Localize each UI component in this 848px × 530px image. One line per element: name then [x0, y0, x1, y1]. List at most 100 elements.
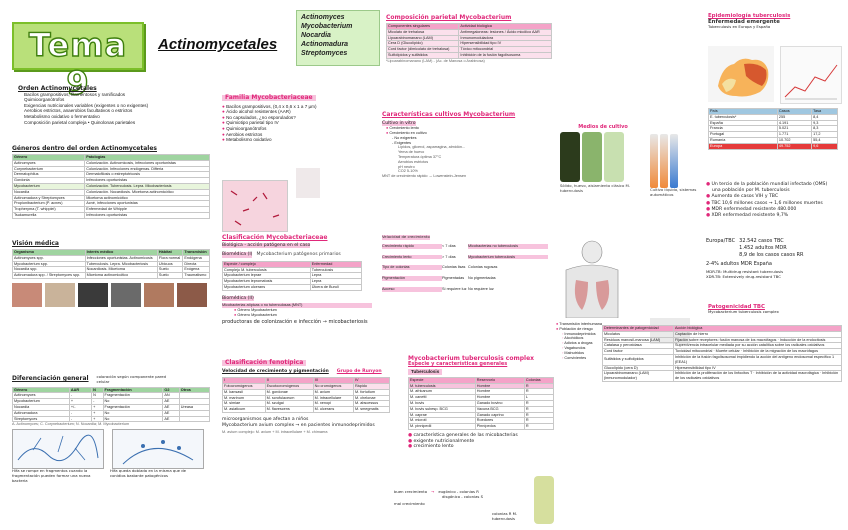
text-item: Ácido alcohol resistentes (AAR) — [226, 109, 291, 115]
table-row: Cera D (Glucolípido)Hipersensibilidad ti… — [385, 40, 552, 48]
familia-header: Familia Mycobacteriaceae — [222, 95, 316, 101]
text-item: Exigentes — [394, 140, 412, 145]
fenotipica-section: Clasificación fenotípica Velocidad de cr… — [222, 360, 392, 435]
clinical-photo — [45, 282, 75, 307]
familia-item: ● No capsulados, ¿no esporulados? — [222, 114, 296, 120]
table-cell: Hábitat — [156, 249, 184, 256]
table-cell: Lipoarabinomanano (LAM) — [385, 34, 460, 42]
complejo-header: Mycobacterium tuberculosis complex — [408, 355, 535, 362]
text-item: característica generales de las micobact… — [413, 432, 518, 438]
lungs-diagram — [556, 240, 628, 319]
table-cell: Micetoma actinomicótico — [84, 272, 158, 279]
text-item: Acceso — [382, 286, 442, 292]
table-cell: Acné, infecciones oportunistas — [84, 200, 210, 208]
text-item: Pigmentadas — [442, 276, 465, 281]
table-cell: Gordonia — [11, 177, 86, 184]
table-cell — [178, 415, 211, 423]
diferenciacion-note: coloración según componente pared celula… — [96, 374, 167, 384]
img2-caption: Hifa queda doblada en la misma que de co… — [110, 468, 186, 478]
text-item: No capsulados, ¿no esporulados? — [226, 114, 296, 120]
table-cell: Inhibición de la fusión fagolisosoma — [458, 52, 552, 59]
text-item: Micobacterias no tuberculosis — [468, 243, 548, 249]
table-cell: Cord factor (dimicolato de trehalosa) — [385, 46, 460, 53]
table-row: Lipoarabinomanano (LAM) (inmunomodulador… — [602, 370, 843, 382]
main-title: Actinomycetales — [158, 36, 278, 53]
vial-icon — [650, 134, 658, 188]
table-cell: Infecciones oportunistas — [84, 177, 210, 184]
table-cell: Inmunomoduladora — [458, 34, 552, 42]
table-cell: Hipersensibilidad tipo IV — [672, 364, 843, 372]
fenotipica-note2: Mycobacterium avium complex → en pacient… — [222, 422, 375, 428]
patogenicidad-block: Patogenicidad TBC Mycobacterium tubercul… — [708, 304, 844, 315]
genero-b: Género Mycobacterium — [237, 312, 277, 317]
text-item: exigente nutricionalmente — [413, 438, 475, 444]
table-cell: Fijación sobre receptores: fusión manosa… — [672, 336, 843, 344]
generos-section: Géneros dentro del orden Actinomycetales… — [11, 145, 212, 219]
table-cell: Flora normal — [156, 254, 184, 262]
lungs-icon — [565, 240, 619, 319]
text-item: Metabolismo oxidativo — [226, 137, 272, 143]
table-cell: Tóxico mitocondrial — [458, 46, 552, 53]
genera-box: Actinomyces Mycobacterium Nocardia Actin… — [296, 10, 380, 66]
text-item: 8,9 de los casos casos RR — [739, 252, 804, 258]
generos-header: Géneros dentro del orden Actinomycetales — [12, 145, 157, 152]
composicion-header: Composición parietal Mycobacterium — [386, 14, 512, 21]
text-item: XDR enfermedad resistente 9,7% — [711, 213, 789, 219]
fenotipica-note1: microorganismos que afectan a niños — [222, 416, 309, 422]
text-item: < 7 días — [442, 243, 456, 248]
clinical-images — [12, 282, 212, 307]
table-row: Glucolípido (cera D)Hipersensibilidad ti… — [602, 364, 843, 372]
table-cell: Úlcera de Buruli — [309, 283, 363, 291]
tema-title: Tema 9 — [28, 25, 128, 102]
table-row: Cord factor (dimicolato de trehalosa)Tóx… — [385, 46, 552, 53]
text-item: crecimiento lento — [413, 444, 454, 450]
text-item: una población por M. tuberculosis — [712, 188, 790, 194]
text-item: pH neutro — [398, 164, 415, 169]
composicion-section: Composición parietal Mycobacterium Compo… — [385, 14, 552, 64]
text-item: Inmunodeprimidos — [564, 331, 596, 336]
table-cell: Propionibacterium (P. acnes) — [11, 200, 86, 208]
table-cell: M. flavescens — [264, 406, 314, 413]
bacilli-icon — [230, 190, 280, 226]
transmision-section: ● Transmisión interhumana ● Población de… — [556, 322, 602, 360]
col-note: MNT de crecimiento rápido → Lowenstein-J… — [382, 174, 467, 179]
epidemiologia-header: Epidemiología tuberculosis — [708, 13, 791, 19]
stain-photo — [222, 180, 288, 232]
europe-map — [708, 46, 774, 102]
complejo-table-header: Tuberculosis — [408, 369, 443, 375]
velocidad-section: Velocidad de crecimiento Crecimiento ráp… — [382, 234, 552, 292]
text-item: Quimiotipo parietal tipo IV — [226, 120, 279, 126]
text-item: Convivientes — [564, 355, 587, 360]
table-cell: 5.021 — [776, 125, 813, 133]
genus-item: Actinomyces — [301, 14, 345, 21]
cultivo-label: Cultivo in vitro — [382, 120, 416, 126]
familia-section: Familia Mycobacteriaceae ● Bacilos gramp… — [222, 95, 362, 143]
fenotipica-header: Clasificación fenotípica — [222, 360, 307, 366]
table-cell: M. smegmatis — [352, 406, 391, 413]
genero-a: Género Mycobacterium — [237, 308, 277, 313]
table-cell: Tropheryma (T. whipplei) — [11, 206, 86, 213]
table-cell: Sulfátidos y sulfolípidos — [602, 354, 674, 366]
text-item: Yema de huevo — [398, 150, 425, 155]
familia-item: ● Quimiotipo parietal tipo IV — [222, 120, 279, 126]
text-item: 32.542 casos TBC — [739, 238, 784, 244]
text-item: mal crecimiento — [394, 500, 425, 506]
complejo-sub: Especie y características generales — [408, 360, 508, 367]
text-item: Mycobacterium tuberculosis — [468, 254, 548, 260]
orden-item: Bacilos grampositivos, filamentosos y ra… — [24, 91, 126, 97]
text-item: Tipo de colonias — [382, 265, 442, 271]
